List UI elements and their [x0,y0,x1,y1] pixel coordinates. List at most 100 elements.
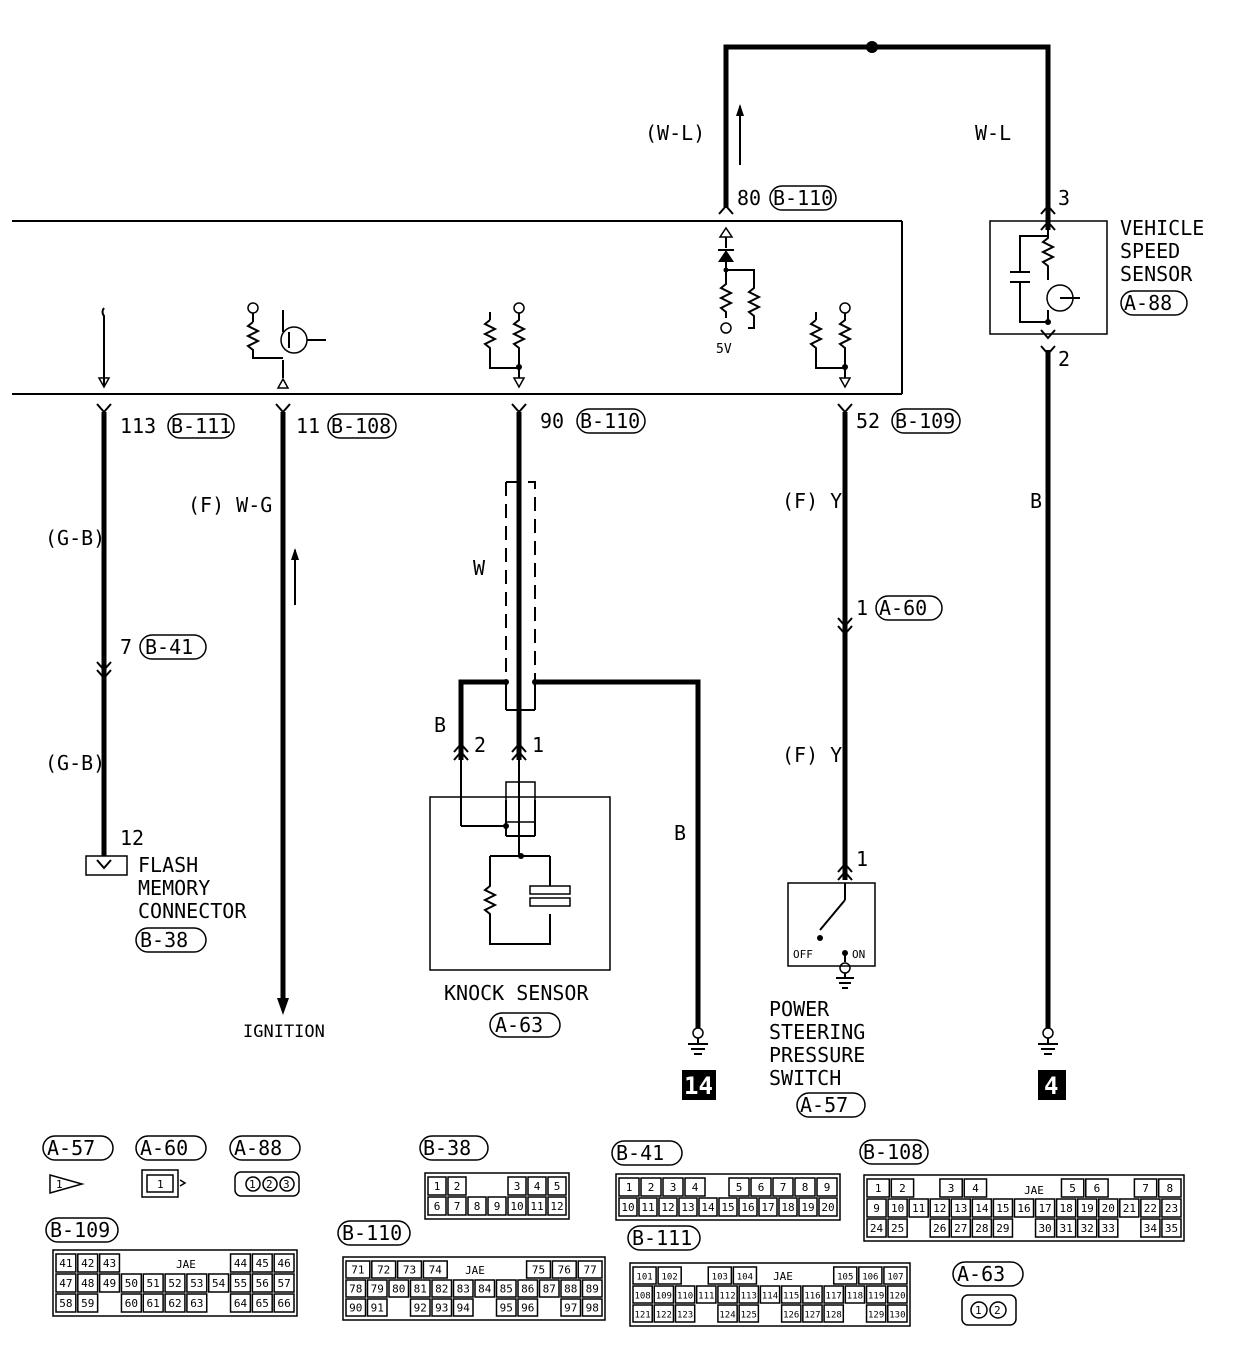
connector-pin-cell [794,1177,816,1197]
connector-pin-number: 35 [1165,1222,1178,1235]
connector-pin-number: 50 [125,1277,138,1290]
connector-pin-number: 14 [975,1202,989,1215]
connector-pin-number: 126 [783,1311,799,1321]
connector-pin-number: 44 [234,1257,248,1270]
connector-pin-cell [866,1198,887,1218]
connector-pin-cell [452,1298,474,1317]
connector-pin-cell [662,1177,684,1197]
connector-pin-number: 26 [933,1222,946,1235]
connector-pin-cell [547,1196,567,1216]
flash-memory-line1: FLASH [138,853,198,877]
connector-pin-cell [577,1260,603,1279]
connector-pin-cell [431,1279,453,1298]
connector-pin-cell [1140,1198,1161,1218]
connector-pin-number: 117 [826,1292,842,1302]
connector-pin-number: 92 [414,1302,427,1315]
vehicle-speed-sensor [989,210,1108,356]
connector-pin-number: 87 [543,1283,556,1296]
svg-text:3: 3 [283,1178,290,1191]
connector-pin-number: 82 [435,1283,448,1296]
connector-a60: A-60 1 [135,1135,207,1198]
connector-pin-number: 29 [996,1222,1009,1235]
jae-label: JAE [1024,1184,1044,1197]
connector-pin-cell [547,1176,567,1196]
connector-pin-number: 105 [837,1273,853,1283]
connector-pin-number: 20 [1102,1202,1115,1215]
wire-color-w-shield: W [473,556,486,580]
connector-pin-number: 108 [634,1292,650,1302]
connector-pin-cell [273,1273,295,1293]
connector-pin-cell [474,1279,496,1298]
pin-2-knock: 2 [474,733,486,757]
connector-pin-cell [409,1298,431,1317]
connector-pin-cell [560,1298,582,1317]
connector-pin-cell [802,1285,823,1304]
connector-pin-cell [759,1285,781,1304]
ecu-internal-circuit-90 [482,302,527,389]
connector-b-110-label-2: B-110 [580,409,640,433]
wire-113-flash-memory [85,403,128,876]
connector-pin-cell [674,1285,696,1304]
connector-pin-cell [1119,1198,1140,1218]
connector-pin-cell [447,1196,467,1216]
connector-b38: B-38 [419,1135,570,1220]
connector-pin-number: 106 [862,1273,878,1283]
connector-pin-cell [950,1198,972,1218]
connector-pin-number: 9 [824,1181,831,1194]
connector-pin-number: 46 [277,1257,290,1270]
pin-113: 113 [120,414,156,438]
connector-pin-cell [251,1253,273,1273]
connector-pin-number: 45 [256,1257,269,1270]
svg-text:A-88: A-88 [234,1136,282,1160]
connector-pin-cell [495,1298,517,1317]
connector-pin-cell [517,1279,539,1298]
connector-b-41-label: B-41 [145,635,193,659]
connector-pin-number: 5 [736,1181,743,1194]
pin-80: 80 [737,186,761,210]
connector-pin-number: 17 [761,1201,774,1214]
connector-pin-cell [55,1293,77,1313]
connector-pin-cell [718,1197,738,1217]
connector-pin-cell [684,1177,706,1197]
connector-pin-cell [581,1279,603,1298]
connector-pin-number: 56 [256,1277,269,1290]
connector-pin-cell [1013,1198,1035,1218]
connector-pin-cell [251,1293,273,1313]
connector-pin-number: 98 [586,1302,599,1315]
connector-pin-number: 47 [59,1277,72,1290]
vss-title-line3: SENSOR [1120,262,1193,286]
connector-pin-cell [1097,1218,1119,1238]
ecu-internal-circuit-80 [718,226,762,334]
pin-11: 11 [296,414,320,438]
knock-sensor-title: KNOCK SENSOR [444,981,589,1005]
connector-pin-cell [929,1198,951,1218]
conn-badge-b111 [167,413,235,439]
wire-color-w-l-right: W-L [975,121,1011,145]
connector-pin-cell [865,1285,887,1304]
connector-pin-number: 16 [741,1201,754,1214]
ground-4-badge [1038,1070,1066,1100]
connector-pin-cell [963,1178,988,1198]
connector-pin-number: 22 [1144,1202,1157,1215]
connector-pin-number: 121 [634,1311,650,1321]
connector-pin-cell [396,1260,423,1279]
flash-memory-line3: CONNECTOR [138,899,247,923]
jae-label: JAE [773,1270,793,1283]
pin-90: 90 [540,409,564,433]
connector-pin-number: 54 [212,1277,226,1290]
connector-pin-number: 8 [474,1200,481,1213]
connector-pin-number: 16 [1017,1202,1030,1215]
connector-pin-number: 17 [1038,1202,1051,1215]
connector-pin-number: 3 [670,1181,677,1194]
connector-pin-number: 11 [641,1201,654,1214]
conn-badge-b110-80 [769,185,837,211]
connector-pin-cell [142,1293,164,1313]
jae-label: JAE [465,1264,485,1277]
connector-pin-number: 83 [457,1283,470,1296]
connector-pin-cell [738,1285,760,1304]
ps-switch-line4: SWITCH [769,1066,841,1090]
connector-pin-number: 89 [586,1283,599,1296]
